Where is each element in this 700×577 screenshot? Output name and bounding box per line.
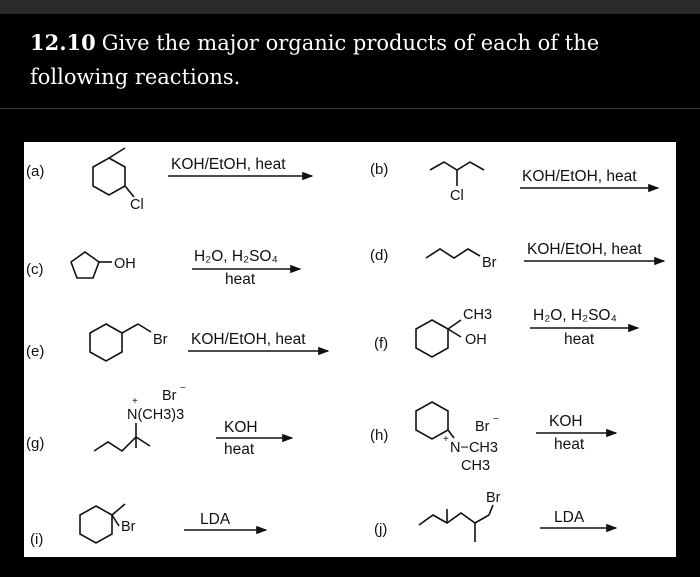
molecule-b [429,161,485,186]
atom-h-plus: + [443,434,449,445]
atom-g-br: Br [162,388,177,404]
atom-i-br: Br [121,519,136,535]
reagent-g-top: KOH [224,419,258,436]
reagent-b: KOH/EtOH, heat [522,168,637,185]
question-number: 12.10 [30,30,96,55]
label-f: (f) [374,335,388,352]
atom-g-n: N(CH3)3 [127,407,184,423]
reagent-d: KOH/EtOH, heat [527,241,642,258]
molecule-h [415,401,455,440]
reactions-panel: (a) Cl KOH/EtOH, heat (b) Cl KOH/EtOH, h… [24,142,676,557]
reagent-h-bottom: heat [554,436,585,453]
label-b: (b) [370,161,388,178]
atom-f-ch3: CH3 [463,307,492,323]
atom-h-minus: − [493,414,499,425]
atom-g-minus: − [180,383,186,394]
reagent-e: KOH/EtOH, heat [191,331,306,348]
reagent-j: LDA [554,509,585,526]
label-a: (a) [26,163,44,180]
atom-h-ch3: CH3 [461,458,490,474]
reagent-f-top: H₂O, H₂SO₄ [533,307,617,324]
atom-f-oh: OH [465,332,487,348]
molecule-g [93,423,151,453]
atom-b-cl: Cl [450,188,464,204]
atom-h-br: Br [475,419,490,435]
molecule-d [425,248,481,259]
label-e: (e) [26,343,44,360]
label-d: (d) [370,247,388,264]
reagent-i: LDA [200,511,231,528]
atom-a-cl: Cl [130,197,144,213]
atom-g-plus: + [132,396,138,407]
reagent-h-top: KOH [549,413,583,430]
atom-j-br: Br [486,490,501,506]
divider [0,108,700,109]
reagent-c-top: H₂O, H₂SO₄ [194,248,278,265]
reactions-figure: (a) Cl KOH/EtOH, heat (b) Cl KOH/EtOH, h… [26,147,666,548]
reagent-a: KOH/EtOH, heat [171,156,286,173]
top-bar [0,0,700,14]
question-prompt: Give the major organic products of each … [30,31,600,89]
label-c: (c) [26,261,44,278]
reagent-g-bottom: heat [224,441,255,458]
atom-d-br: Br [482,255,497,271]
molecule-i [79,503,126,544]
label-i: (i) [30,531,43,548]
molecule-c [70,251,112,279]
molecule-j [418,504,494,542]
molecule-e [89,323,152,362]
label-j: (j) [374,521,387,538]
atom-e-br: Br [153,332,168,348]
label-g: (g) [26,435,44,452]
reagent-f-bottom: heat [564,331,595,348]
label-h: (h) [370,427,388,444]
reagent-c-bottom: heat [225,271,256,288]
molecule-f [415,319,462,358]
molecule-a [92,147,135,198]
atom-c-oh: OH [114,256,136,272]
atom-h-n: N−CH3 [450,440,498,456]
